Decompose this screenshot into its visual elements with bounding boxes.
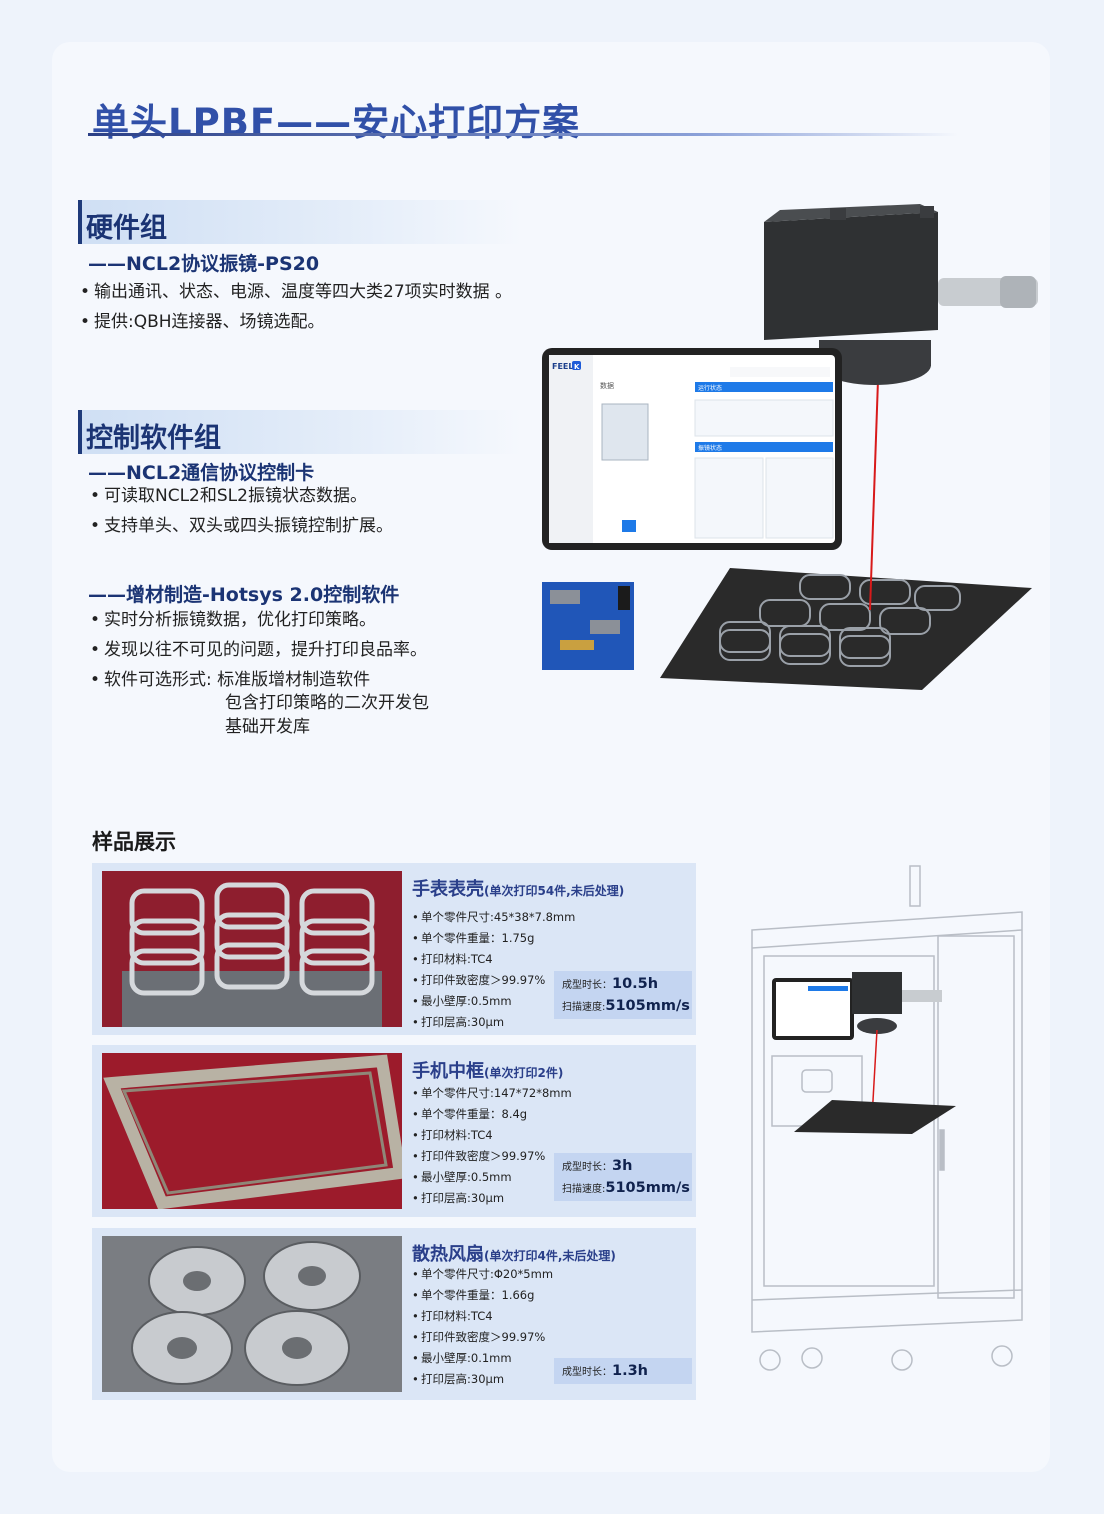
- galvo-head: [764, 212, 938, 340]
- software-heading: 控制软件组: [86, 423, 221, 454]
- hardware-bullet: 输出通讯、状态、电源、温度等四大类27项实时数据 。: [80, 277, 512, 307]
- sample-cooling-fan: 散热风扇(单次打印4件,未后处理) 单个零件尺寸:Φ20*5mm 单个零件重量：…: [92, 1228, 696, 1400]
- tablet-panel-label: 数据: [600, 381, 614, 390]
- sample-photo-fan: [102, 1236, 402, 1392]
- sample-title: 散热风扇(单次打印4件,未后处理): [412, 1244, 616, 1265]
- control-card-bullets: 可读取NCL2和SL2振镜状态数据。 支持单头、双头或四头振镜控制扩展。: [90, 481, 393, 541]
- hero-illustration: FEELT K 数据 运行状态 振镜状态: [542, 204, 1038, 690]
- hotsys-option: 包含打印策略的二次开发包: [225, 693, 429, 713]
- tablet-galvo-label: 振镜状态: [698, 444, 722, 452]
- control-card-subtitle: ——NCL2通信协议控制卡: [88, 462, 315, 484]
- hotsys-bullet: 发现以往不可见的问题，提升打印良品率。: [90, 635, 427, 665]
- hotsys-bullet: 实时分析振镜数据，优化打印策略。: [90, 605, 427, 635]
- control-card-bullet: 可读取NCL2和SL2振镜状态数据。: [90, 481, 393, 511]
- sample-title: 手机中框(单次打印2件): [412, 1061, 564, 1082]
- hardware-bullet: 提供:QBH连接器、场镜选配。: [80, 307, 512, 337]
- hotsys-subtitle: ——增材制造-Hotsys 2.0控制软件: [88, 584, 400, 606]
- sample-photo-watch: [102, 871, 402, 1027]
- tablet-brand: FEELT: [552, 362, 578, 371]
- sample-photo-phone-frame: [102, 1053, 402, 1209]
- hotsys-options: 包含打印策略的二次开发包 基础开发库: [225, 691, 429, 739]
- spec-list: 单个零件尺寸:147*72*8mm 单个零件重量：8.4g 打印材料:TC4 打…: [412, 1083, 572, 1209]
- machine-illustration: [751, 865, 1023, 1371]
- hotsys-bullets: 实时分析振镜数据，优化打印策略。 发现以往不可见的问题，提升打印良品率。 软件可…: [90, 605, 427, 695]
- control-card-bullet: 支持单头、双头或四头振镜控制扩展。: [90, 511, 393, 541]
- machine-galvo: [852, 972, 902, 1014]
- printed-parts: [719, 574, 961, 667]
- tablet-status-label: 运行状态: [698, 384, 722, 392]
- stat-box: 成型时长：10.5h 扫描速度:5105mm/s: [554, 971, 692, 1019]
- page-title: 单头LPBF——安心打印方案: [92, 101, 581, 144]
- stat-box: 成型时长：3h 扫描速度:5105mm/s: [554, 1153, 692, 1201]
- laser-beam: [869, 379, 879, 611]
- stat-box: 成型时长：1.3h: [554, 1358, 692, 1384]
- title-underline: [88, 133, 958, 136]
- sample-phone-frame: 手机中框(单次打印2件) 单个零件尺寸:147*72*8mm 单个零件重量：8.…: [92, 1045, 696, 1217]
- hardware-bullets: 输出通讯、状态、电源、温度等四大类27项实时数据 。 提供:QBH连接器、场镜选…: [80, 277, 512, 337]
- sample-watch-case: 手表表壳(单次打印54件,未后处理) 单个零件尺寸:45*38*7.8mm 单个…: [92, 863, 696, 1035]
- software-band: [78, 410, 522, 454]
- sample-title: 手表表壳(单次打印54件,未后处理): [412, 879, 625, 900]
- spec-list: 单个零件尺寸:Φ20*5mm 单个零件重量：1.66g 打印材料:TC4 打印件…: [412, 1264, 553, 1390]
- hardware-subtitle: ——NCL2协议振镜-PS20: [88, 253, 320, 275]
- hardware-band: [78, 200, 522, 244]
- hotsys-bullet: 软件可选形式: 标准版增材制造软件: [90, 665, 427, 695]
- spec-list: 单个零件尺寸:45*38*7.8mm 单个零件重量：1.75g 打印材料:TC4…: [412, 907, 575, 1033]
- samples-heading: 样品展示: [92, 830, 176, 854]
- hardware-heading: 硬件组: [86, 213, 167, 244]
- hotsys-option: 基础开发库: [225, 717, 310, 737]
- tablet-brand-badge: K: [574, 363, 580, 371]
